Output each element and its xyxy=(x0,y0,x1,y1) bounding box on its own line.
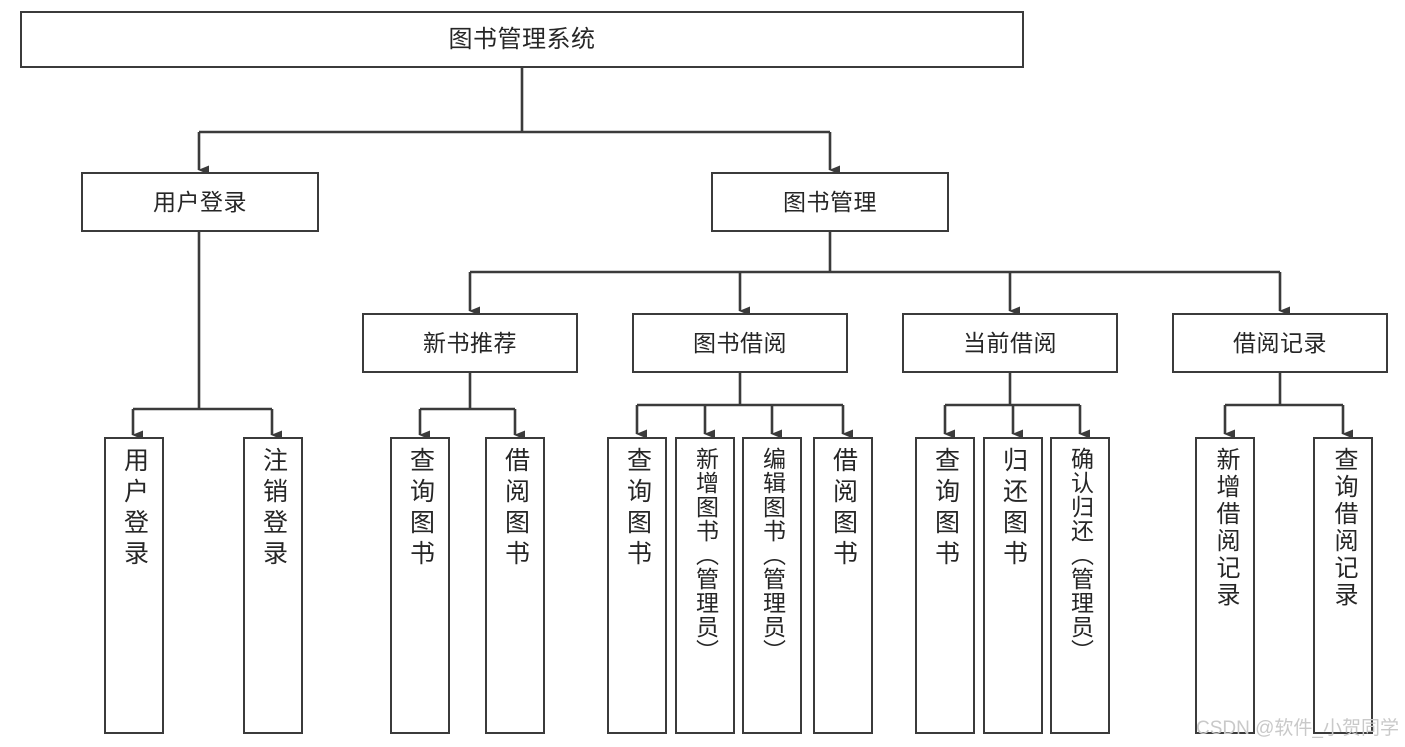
node-book-manage[interactable]: 图书管理 xyxy=(711,172,949,232)
watermark-text: CSDN @软件_小贺同学 xyxy=(1196,718,1399,739)
node-label: 用户登录 xyxy=(153,188,247,215)
node-label: 图书管理 xyxy=(783,188,877,215)
node-label: 用户登录 xyxy=(120,447,149,571)
node-label: 查询图书 xyxy=(931,447,960,571)
leaf-edit-book[interactable]: 编辑图书（管理员） xyxy=(742,437,802,734)
leaf-confirm-return[interactable]: 确认归还（管理员） xyxy=(1050,437,1110,734)
node-label: 查询借阅记录 xyxy=(1330,447,1357,609)
node-new-book-recommend[interactable]: 新书推荐 xyxy=(362,313,578,373)
node-label: 注销登录 xyxy=(259,447,288,571)
node-label: 编辑图书（管理员） xyxy=(759,447,786,663)
node-label: 新增借阅记录 xyxy=(1212,447,1239,609)
leaf-borrow-book-1[interactable]: 借阅图书 xyxy=(485,437,545,734)
node-label: 借阅图书 xyxy=(501,447,530,571)
node-book-borrow[interactable]: 图书借阅 xyxy=(632,313,848,373)
leaf-add-book[interactable]: 新增图书（管理员） xyxy=(675,437,735,734)
node-label: 归还图书 xyxy=(999,447,1028,571)
node-borrow-record[interactable]: 借阅记录 xyxy=(1172,313,1388,373)
node-label: 新增图书（管理员） xyxy=(692,447,719,663)
node-label: 图书管理系统 xyxy=(448,25,596,53)
node-label: 借阅记录 xyxy=(1233,329,1327,356)
node-label: 借阅图书 xyxy=(829,447,858,571)
node-label: 查询图书 xyxy=(623,447,652,571)
leaf-query-book-1[interactable]: 查询图书 xyxy=(390,437,450,734)
node-label: 图书借阅 xyxy=(693,329,787,356)
leaf-logout[interactable]: 注销登录 xyxy=(243,437,303,734)
leaf-user-login[interactable]: 用户登录 xyxy=(104,437,164,734)
leaf-return-book[interactable]: 归还图书 xyxy=(983,437,1043,734)
leaf-add-borrow-record[interactable]: 新增借阅记录 xyxy=(1195,437,1255,734)
node-label: 查询图书 xyxy=(406,447,435,571)
node-label: 新书推荐 xyxy=(423,329,517,356)
node-root-system[interactable]: 图书管理系统 xyxy=(20,11,1024,68)
leaf-borrow-book-2[interactable]: 借阅图书 xyxy=(813,437,873,734)
node-label: 确认归还（管理员） xyxy=(1067,447,1094,663)
node-user-login[interactable]: 用户登录 xyxy=(81,172,319,232)
leaf-query-borrow-record[interactable]: 查询借阅记录 xyxy=(1313,437,1373,734)
node-current-borrow[interactable]: 当前借阅 xyxy=(902,313,1118,373)
leaf-query-book-3[interactable]: 查询图书 xyxy=(915,437,975,734)
node-label: 当前借阅 xyxy=(963,329,1057,356)
leaf-query-book-2[interactable]: 查询图书 xyxy=(607,437,667,734)
